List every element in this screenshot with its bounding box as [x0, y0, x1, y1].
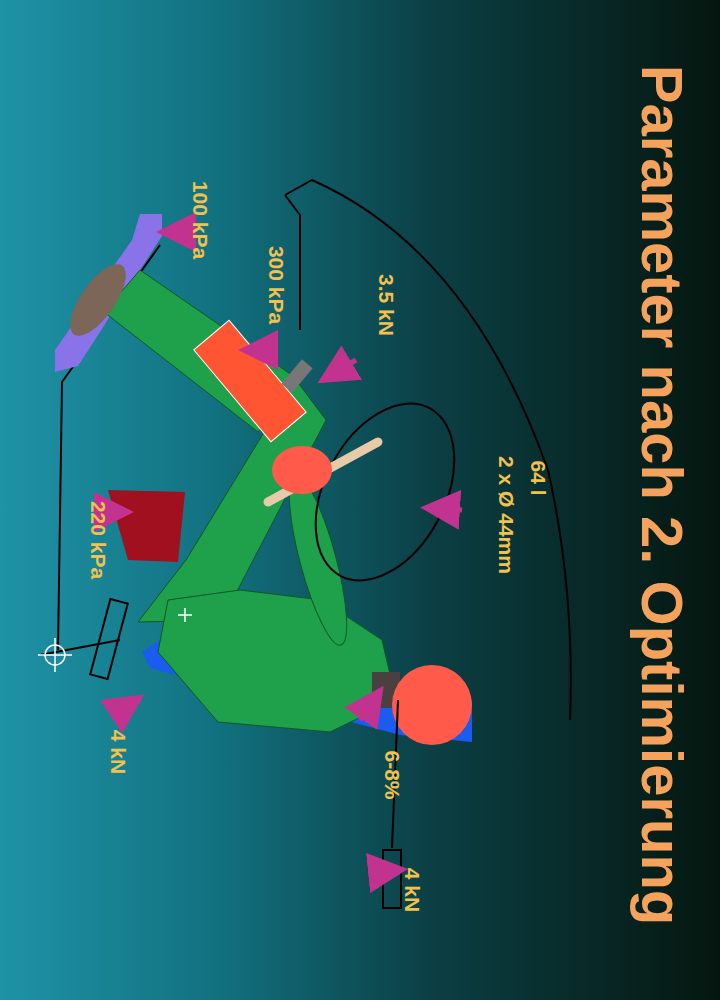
value-label: 6-8%	[380, 750, 403, 799]
title: Parameter nach 2. Optimierung	[630, 65, 694, 926]
value-label: 4 kN	[400, 868, 423, 912]
value-label: 220 kPa	[86, 501, 109, 579]
value-label: 2 x Ø 44mm	[494, 456, 517, 574]
value-label: 100 kPa	[188, 181, 211, 259]
value-label: 64 l	[526, 460, 549, 495]
value-label: 300 kPa	[264, 246, 287, 324]
value-label: 3.5 kN	[374, 274, 397, 336]
value-label: 4 kN	[106, 730, 129, 774]
